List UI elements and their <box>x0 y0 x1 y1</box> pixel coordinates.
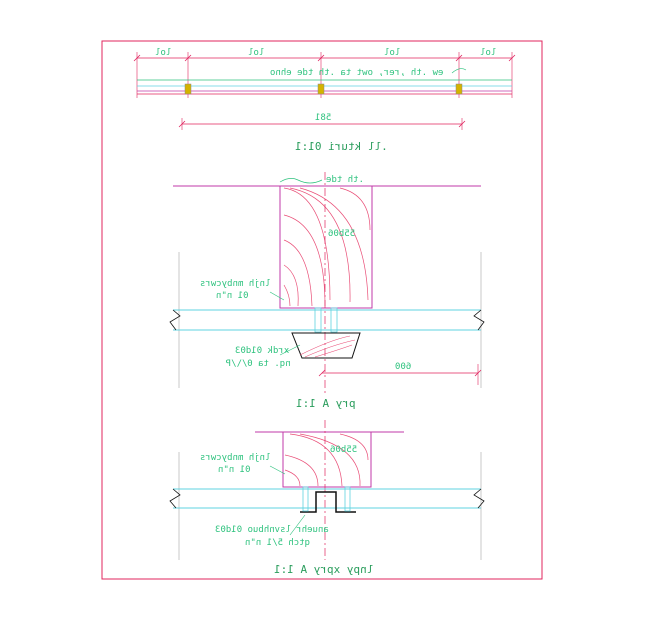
label-bottom-2: qtch 5/1 n"n <box>245 538 310 548</box>
label-55b06-b: 55b06 <box>330 445 357 455</box>
dim-581: 581 <box>315 113 331 123</box>
dim-label-3: lol <box>384 48 400 58</box>
dim-label-2: lol <box>248 48 264 58</box>
dim-label-4: lol <box>480 48 496 58</box>
label-lnjh-a-1: lnjh mnbycwrs <box>200 279 270 289</box>
label-lnjh-b-2: 01 n"n <box>218 465 251 475</box>
title-bottom: lnpy xpry A 1:1 <box>274 563 373 576</box>
top-plan-detail: lol lol lol lol ew .th ,rer, owt ta .th … <box>133 48 516 153</box>
section-b-detail: 55b06 lnjh mnbycwrs 01 n"n anuehr lsvnhb… <box>169 420 485 576</box>
label-55b06-a: 55b06 <box>328 229 355 239</box>
label-xrdk-1: xrdk 01d03 <box>235 346 289 356</box>
top-note: ew .th ,rer, owt ta .th tde ehno <box>270 68 443 78</box>
title-mid: pry A 1:1 <box>296 397 356 410</box>
label-tde: .th tde <box>326 175 364 185</box>
label-xrdk-2: nq. ta 0/\/P <box>225 359 291 369</box>
label-bottom-1: anuehr lsvnhbuo 01d03 <box>215 525 329 535</box>
sheet-border <box>101 40 543 580</box>
title-top: .ll kturi 01:1 <box>295 140 388 153</box>
section-a-detail: .th tde 55b06 lnjh mnbycwrs 01 n"n <box>169 172 485 410</box>
label-lnjh-b-1: lnjh mnbycwrs <box>200 453 270 463</box>
dim-600: 600 <box>395 362 411 372</box>
dim-label-1: lol <box>155 48 171 58</box>
label-lnjh-a-2: 01 n"n <box>216 291 249 301</box>
